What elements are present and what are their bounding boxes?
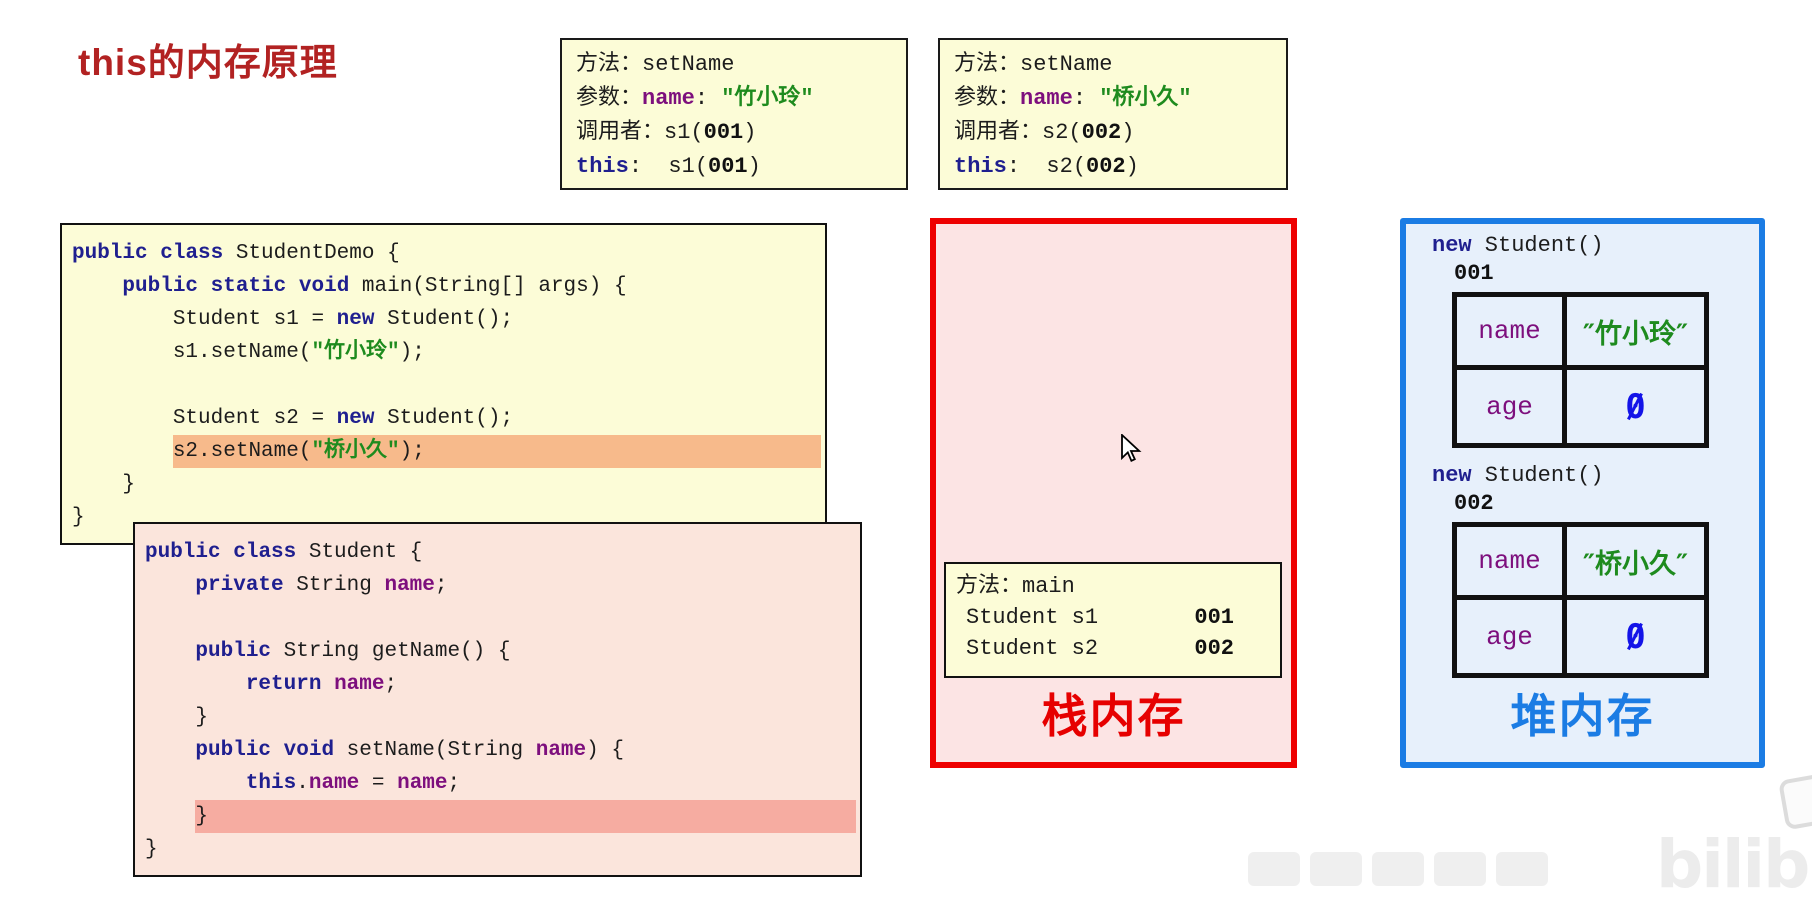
heap-object-header: new Student() xyxy=(1432,232,1759,260)
field-age-value: 0 xyxy=(1567,600,1704,673)
heap-object-address: 002 xyxy=(1454,491,1494,516)
field-age-value: 0 xyxy=(1567,370,1704,443)
code-line: Student s2 = new Student(); xyxy=(172,407,514,430)
code-line: public static void main(String[] args) { xyxy=(122,275,627,298)
stack-method-name: main xyxy=(1022,574,1075,599)
mouse-cursor-icon xyxy=(1120,432,1148,468)
code-line: this: s2(002) xyxy=(954,154,1139,179)
watermark-brand-text: bilibili xyxy=(1656,826,1812,903)
heap-object-table: name ″竹小玲″ age 0 xyxy=(1452,292,1709,448)
constructor-call: Student() xyxy=(1471,233,1604,258)
stack-var-decl: Student s1 xyxy=(966,605,1099,630)
field-name-value: ″竹小玲″ xyxy=(1567,297,1704,370)
code-line: private String name; xyxy=(195,574,448,597)
stack-frame-method: 方法：main xyxy=(956,571,1280,602)
code-line: 参数：name: "竹小玲" xyxy=(576,86,814,111)
heap-memory-region: new Student() 001 name ″竹小玲″ age 0 new S… xyxy=(1400,218,1765,768)
code-line: return name; xyxy=(245,673,398,696)
stack-memory-region: 方法：main Student s1 001 Student s2 002 栈内… xyxy=(930,218,1297,768)
new-keyword: new xyxy=(1432,463,1472,488)
stack-memory-label: 栈内存 xyxy=(1041,689,1186,743)
code-block-studentdemo: public class StudentDemo { public static… xyxy=(60,223,827,545)
code-line xyxy=(145,602,856,635)
code-line: } xyxy=(145,800,856,833)
code-line: this.name = name; xyxy=(245,772,461,795)
call-info-box-s1: 方法：setName 参数：name: "竹小玲" 调用者：s1(001) this:… xyxy=(560,38,908,190)
page-title: this的内存原理 xyxy=(78,42,338,83)
watermark-blur-blocks xyxy=(1248,852,1548,886)
heap-object-001: new Student() 001 name ″竹小玲″ age 0 xyxy=(1406,232,1759,448)
code-line: } xyxy=(122,473,136,496)
stack-var-address: 002 xyxy=(1194,636,1234,661)
code-line: s2.setName("桥小久"); xyxy=(72,435,821,468)
code-line: public String getName() { xyxy=(195,640,511,663)
code-line: public class StudentDemo { xyxy=(72,242,400,265)
stack-frame-main: 方法：main Student s1 001 Student s2 002 xyxy=(944,562,1282,678)
code-line: 方法：setName xyxy=(954,52,1113,77)
field-age-cell: age xyxy=(1457,600,1567,673)
zero-value: 0 xyxy=(1625,386,1646,427)
heap-object-table: name ″桥小久″ age 0 xyxy=(1452,522,1709,678)
code-line: 调用者：s1(001) xyxy=(576,120,757,145)
new-keyword: new xyxy=(1432,233,1472,258)
heap-object-002: new Student() 002 name ″桥小久″ age 0 xyxy=(1406,462,1759,678)
zero-value: 0 xyxy=(1625,616,1646,657)
code-line: Student s1 = new Student(); xyxy=(172,308,514,331)
watermark-tv-icon xyxy=(1778,771,1812,831)
field-name-cell: name xyxy=(1457,527,1567,600)
code-line: } xyxy=(195,706,209,729)
heap-memory-label: 堆内存 xyxy=(1510,689,1655,743)
stack-var-address: 001 xyxy=(1194,605,1234,630)
stack-method-label: 方法： xyxy=(956,574,1023,599)
stack-var-decl: Student s2 xyxy=(966,636,1099,661)
field-name-value: ″桥小久″ xyxy=(1567,527,1704,600)
stack-var-s1: Student s1 001 xyxy=(956,602,1280,633)
code-line xyxy=(72,369,821,402)
constructor-call: Student() xyxy=(1471,463,1604,488)
stack-var-s2: Student s2 002 xyxy=(956,633,1280,664)
heap-object-header: new Student() xyxy=(1432,462,1759,490)
field-name-cell: name xyxy=(1457,297,1567,370)
code-line: } xyxy=(145,838,158,861)
code-line: s1.setName("竹小玲"); xyxy=(172,341,425,364)
code-line: 调用者：s2(002) xyxy=(954,120,1135,145)
code-line: } xyxy=(72,506,85,529)
code-block-student: public class Student { private String na… xyxy=(133,522,862,877)
heap-object-address: 001 xyxy=(1454,261,1494,286)
code-line: public class Student { xyxy=(145,541,423,564)
code-line: 方法：setName xyxy=(576,52,735,77)
code-line: public void setName(String name) { xyxy=(195,739,624,762)
code-line: 参数：name: "桥小久" xyxy=(954,86,1192,111)
code-line: this: s1(001) xyxy=(576,154,761,179)
field-age-cell: age xyxy=(1457,370,1567,443)
call-info-box-s2: 方法：setName 参数：name: "桥小久" 调用者：s2(002) this:… xyxy=(938,38,1288,190)
